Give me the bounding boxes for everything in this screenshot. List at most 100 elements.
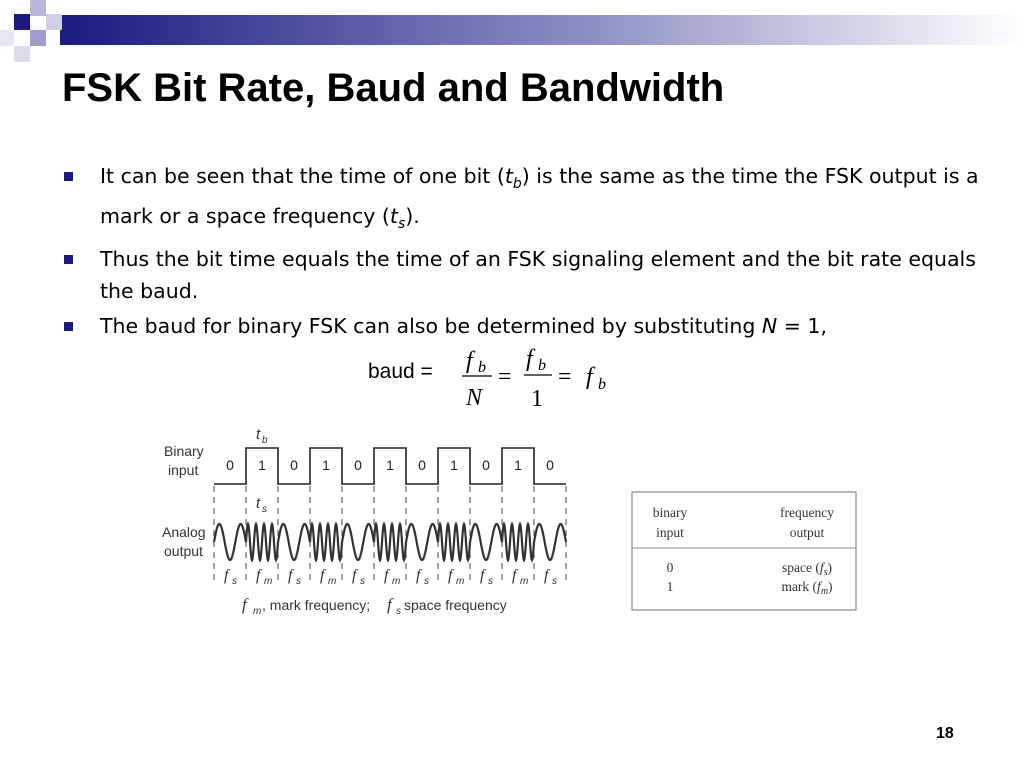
bit-label: 0 [482, 457, 490, 473]
equals-sign: = [558, 364, 572, 390]
tb-label: t [256, 426, 261, 443]
freq-label-sub: m [264, 576, 272, 587]
freq-label-f: f [448, 567, 455, 584]
header-output: output [790, 525, 825, 540]
bullet-text: ). [405, 204, 420, 228]
binary-input-label-line1: Binary [164, 443, 204, 459]
bit-label: 0 [418, 457, 426, 473]
binary-frequency-table: binary input frequency output 0 1 space … [631, 491, 857, 611]
freq-label-sub: m [520, 576, 528, 587]
binary-input-label-line2: input [168, 462, 198, 478]
freq-label-sub: m [328, 576, 336, 587]
formula-label: baud = [368, 360, 433, 383]
freq-label-f: f [480, 567, 487, 584]
bit-label: 0 [546, 457, 554, 473]
deco-square [14, 14, 30, 30]
header-decoration [0, 0, 1024, 62]
signal-time-symbol: t [389, 204, 398, 228]
signal-time-subscript: s [397, 216, 406, 232]
row-output-mark: mark (fm) [781, 579, 832, 597]
deco-square [14, 46, 30, 62]
numerator-f: f [466, 348, 476, 374]
denominator-n: N [465, 385, 484, 411]
header-binary: binary [653, 505, 688, 520]
fsk-figure: Binary input Analog output t b t s 0 1 0 1 0… [162, 426, 857, 617]
caption-fm-symbol: f [242, 595, 249, 614]
freq-label-f: f [512, 567, 519, 584]
freq-label-f: f [288, 567, 295, 584]
freq-label-sub: s [232, 576, 237, 587]
freq-label-sub: s [360, 576, 365, 587]
bullet-square-icon [64, 172, 73, 181]
deco-square [30, 30, 46, 46]
freq-label-sub: s [296, 576, 301, 587]
bullet-square-icon [64, 322, 73, 331]
deco-square [46, 14, 62, 30]
analog-output-label-line1: Analog [162, 524, 206, 540]
bit-time-subscript: b [512, 176, 522, 192]
tb-label-sub: b [262, 435, 268, 446]
freq-label-sub: s [424, 576, 429, 587]
table-border [631, 491, 857, 611]
fsk-analog-waveform [212, 521, 568, 563]
freq-label-f: f [256, 567, 263, 584]
deco-square [0, 30, 14, 46]
bullet-text: Thus the bit time equals the time of an … [100, 247, 976, 303]
freq-label-sub: m [456, 576, 464, 587]
caption-fs-symbol: f [387, 595, 394, 614]
bullet-text: It can be seen that the time of one bit … [100, 164, 505, 188]
bullet-list: It can be seen that the time of one bit … [62, 160, 982, 345]
bit-label: 1 [258, 457, 266, 473]
bit-label: 0 [226, 457, 234, 473]
numerator-sub-b: b [478, 359, 486, 376]
equals-sign: = [498, 364, 512, 390]
bit-label: 1 [450, 457, 458, 473]
ts-label: t [256, 495, 261, 512]
bit-label: 1 [386, 457, 394, 473]
slide-title: FSK Bit Rate, Baud and Bandwidth [62, 66, 725, 110]
freq-label-f: f [544, 567, 551, 584]
caption-fm-sub: m [253, 606, 261, 617]
analog-output-label-line2: output [164, 543, 203, 559]
caption-space-text: space frequency [404, 597, 507, 613]
ts-label-sub: s [262, 504, 267, 515]
bit-label: 0 [354, 457, 362, 473]
bit-label: 1 [514, 457, 522, 473]
row-input-1: 1 [667, 579, 674, 594]
bullet-item: It can be seen that the time of one bit … [62, 160, 982, 240]
bullet-text: The baud for binary FSK can also be dete… [100, 314, 762, 338]
numerator-f: f [526, 346, 536, 372]
header-frequency: frequency [780, 505, 834, 520]
result-sub-b: b [598, 376, 606, 393]
bullet-text: ) is the same as the time the FSK output… [100, 164, 979, 228]
denominator-one: 1 [531, 386, 543, 412]
bit-time-symbol: t [504, 164, 513, 188]
page-number: 18 [936, 725, 954, 742]
freq-label-sub: s [552, 576, 557, 587]
bullet-square-icon [64, 255, 73, 264]
row-output-space: space (fs) [782, 560, 832, 578]
freq-label-f: f [224, 567, 231, 584]
bit-label: 0 [290, 457, 298, 473]
freq-label-sub: s [488, 576, 493, 587]
header-gradient-band [60, 15, 1024, 45]
numerator-sub-b: b [538, 357, 546, 374]
caption-fs-sub: s [396, 606, 401, 617]
freq-label-f: f [384, 567, 391, 584]
binary-input-waveform [214, 447, 566, 485]
row-input-0: 0 [667, 560, 674, 575]
bullet-item: Thus the bit time equals the time of an … [62, 243, 982, 307]
freq-label-sub: m [392, 576, 400, 587]
bullet-item: The baud for binary FSK can also be dete… [62, 310, 982, 342]
freq-label-f: f [416, 567, 423, 584]
header-input: input [656, 525, 684, 540]
baud-formula: f b N = f b 1 = f b [462, 346, 606, 412]
freq-label-f: f [320, 567, 327, 584]
caption-mark-text: , mark frequency; [262, 597, 370, 613]
n-symbol: N [761, 314, 778, 338]
freq-label-f: f [352, 567, 359, 584]
bullet-text: = 1, [777, 314, 827, 338]
deco-square [30, 0, 46, 16]
